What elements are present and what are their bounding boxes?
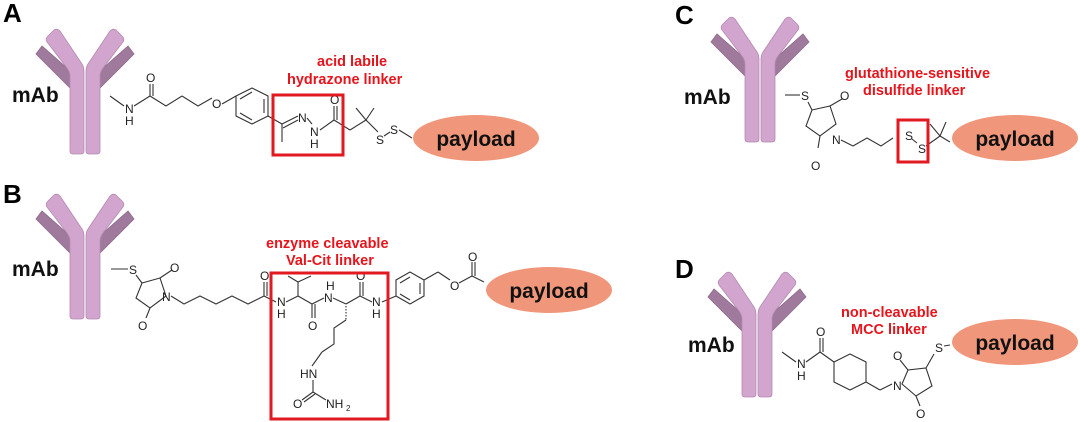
linker-label-line1: enzyme cleavable xyxy=(266,236,389,252)
panel-a: A mAb acid labile hydrazone linker N H O… xyxy=(3,0,539,161)
atom-h: H xyxy=(326,279,335,293)
linker-label-line2: disulfide linker xyxy=(863,83,966,99)
linker-structure-a: N H O O N N H O xyxy=(109,71,413,151)
atom-n: N xyxy=(893,379,902,393)
atom-n: N xyxy=(277,295,286,309)
atom-hn: HN xyxy=(300,367,317,381)
atom-h: H xyxy=(310,137,319,151)
atom-o: O xyxy=(450,279,459,293)
atom-s: S xyxy=(918,142,926,156)
atom-s: S xyxy=(905,129,913,143)
atom-o: O xyxy=(146,71,155,85)
antibody-icon xyxy=(710,16,810,143)
atom-o: O xyxy=(260,269,269,283)
atom-n: N xyxy=(125,102,134,116)
atom-o: O xyxy=(816,325,825,339)
payload-ellipse xyxy=(413,115,539,161)
atom-o: O xyxy=(293,397,302,411)
atom-o: O xyxy=(138,319,147,333)
payload-ellipse xyxy=(952,115,1078,161)
antibody-icon xyxy=(35,193,135,320)
atom-o: O xyxy=(330,93,339,107)
atom-o: O xyxy=(840,89,849,103)
atom-o: O xyxy=(893,349,902,363)
atom-nh2: NH xyxy=(326,397,343,411)
linker-highlight-box xyxy=(271,93,345,157)
mab-label: mAb xyxy=(12,84,59,107)
mab-label: mAb xyxy=(688,334,735,357)
atom-h: H xyxy=(277,307,286,321)
atom-s: S xyxy=(935,341,943,355)
linker-label-line1: acid labile xyxy=(317,54,387,70)
panel-letter-b: B xyxy=(3,179,22,209)
atom-h: H xyxy=(797,369,806,383)
atom-s: S xyxy=(801,89,809,103)
atom-o: O xyxy=(468,250,477,264)
atom-h: H xyxy=(125,114,134,128)
linker-label-line2: MCC linker xyxy=(851,322,927,338)
atom-o: O xyxy=(308,319,317,333)
panel-letter-a: A xyxy=(3,0,22,28)
atom-s: S xyxy=(376,133,384,147)
atom-o: O xyxy=(212,97,221,111)
linker-label-line1: non-cleavable xyxy=(841,305,938,321)
atom-n: N xyxy=(310,125,319,139)
payload-ellipse xyxy=(486,267,612,313)
atom-o: O xyxy=(916,407,925,421)
linker-label-line1: glutathione-sensitive xyxy=(845,66,990,82)
subscript-2: 2 xyxy=(346,404,351,413)
mab-label: mAb xyxy=(12,258,59,281)
linker-structure-d: N H O N O O S xyxy=(781,325,951,421)
atom-h: H xyxy=(372,307,381,321)
payload-label: payload xyxy=(436,128,515,151)
payload-ellipse xyxy=(952,319,1078,365)
panel-d: D mAb non-cleavable MCC linker N H O N O… xyxy=(675,254,1078,421)
payload-label: payload xyxy=(975,332,1054,355)
linker-structure-b: S O O N O N H O N H xyxy=(111,250,485,413)
atom-o: O xyxy=(811,159,820,173)
payload-label: payload xyxy=(509,280,588,303)
payload-label: payload xyxy=(975,128,1054,151)
atom-n: N xyxy=(832,133,841,147)
atom-n: N xyxy=(162,290,171,304)
atom-n: N xyxy=(298,111,307,125)
linker-label-line2: Val-Cit linker xyxy=(286,253,374,269)
panel-b: B mAb enzyme cleavable Val-Cit linker S … xyxy=(3,179,612,421)
atom-n: N xyxy=(324,291,333,305)
atom-o: O xyxy=(356,269,365,283)
linker-highlight-box xyxy=(269,271,390,421)
linker-label-line2: hydrazone linker xyxy=(287,72,403,88)
panel-c: C mAb glutathione-sensitive disulfide li… xyxy=(675,0,1078,173)
panel-letter-c: C xyxy=(675,0,694,30)
atom-s: S xyxy=(390,123,398,137)
atom-n: N xyxy=(372,295,381,309)
atom-n: N xyxy=(797,357,806,371)
mab-label: mAb xyxy=(684,86,731,109)
atom-o: O xyxy=(170,261,179,275)
atom-s: S xyxy=(129,263,137,277)
linker-highlight-box xyxy=(896,118,930,164)
linker-structure-c: S O O N S S xyxy=(785,89,951,173)
panel-letter-d: D xyxy=(675,254,694,284)
